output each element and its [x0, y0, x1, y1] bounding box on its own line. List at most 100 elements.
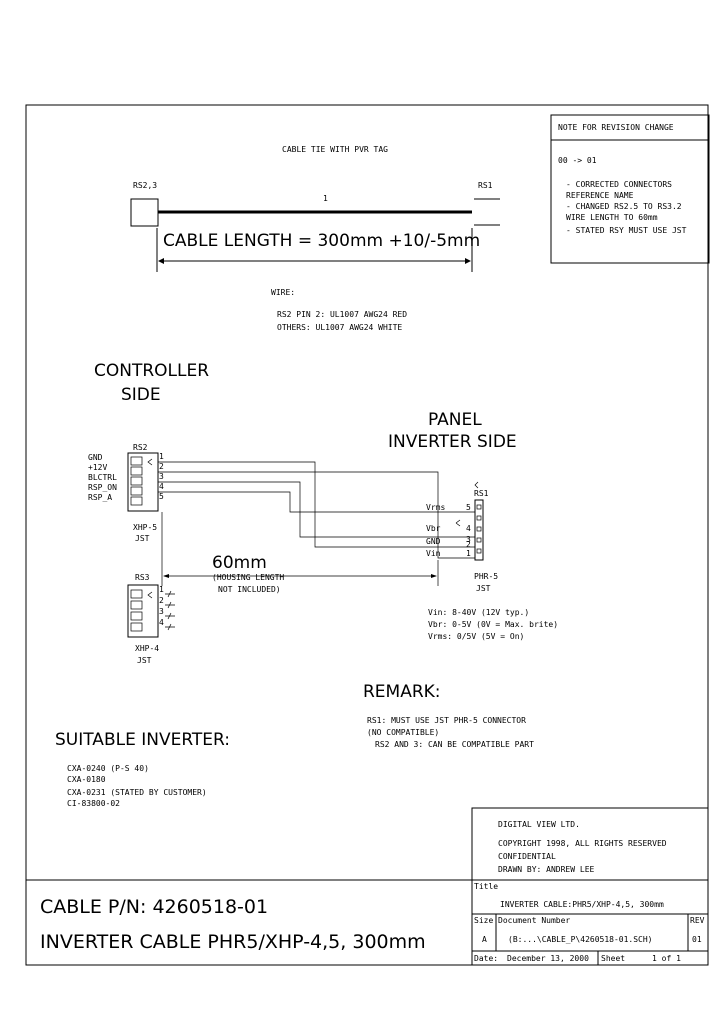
wire-note-line: OTHERS: UL1007 AWG24 WHITE — [277, 323, 402, 332]
suitable-inverter-item: CXA-0240 (P-S 40) — [67, 764, 149, 773]
wire-blctrl — [158, 481, 475, 538]
revision-note: - STATED RSY MUST USE JST — [566, 226, 687, 235]
rs1-part-number: PHR-5 — [474, 572, 498, 581]
revision-box: NOTE FOR REVISION CHANGE 00 -> 01 - CORR… — [550, 114, 710, 264]
date-label: Date: — [474, 954, 498, 963]
revision-note: REFERENCE NAME — [566, 191, 634, 200]
suitable-inverter-item: CXA-0231 (STATED BY CUSTOMER) — [67, 788, 207, 797]
document-number-label: Document Number — [498, 916, 570, 925]
rs2-part-number: XHP-5 — [133, 523, 157, 532]
wire-notes-header: WIRE: — [271, 288, 295, 297]
date-value: December 13, 2000 — [507, 954, 589, 963]
wire-rsp-on — [158, 491, 475, 513]
rs1-signal-label: Vrms — [426, 503, 445, 512]
title-block: CABLE P/N: 4260518-01 INVERTER CABLE PHR… — [26, 879, 708, 965]
sheet-value: 1 of 1 — [652, 954, 681, 963]
size-value: A — [482, 935, 487, 944]
wire-length-note: (HOUSING LENGTH — [212, 573, 284, 582]
rs2-pin-number: 4 — [159, 482, 164, 491]
wire-note-line: RS2 PIN 2: UL1007 AWG24 RED — [277, 310, 407, 319]
controller-title: CONTROLLER — [94, 361, 209, 381]
suitable-inverter-item: CXA-0180 — [67, 775, 106, 784]
rs2-signal-label: +12V — [88, 463, 107, 472]
rs2-signal-label: RSP_A — [88, 493, 112, 502]
title-label: Title — [474, 882, 498, 891]
revision-header: NOTE FOR REVISION CHANGE — [558, 123, 674, 132]
rs2-signal-label: GND — [88, 453, 103, 462]
sheet-border — [25, 104, 709, 966]
cable-length-label: CABLE LENGTH = 300mm +10/-5mm — [163, 231, 480, 251]
suitable-inverter-title: SUITABLE INVERTER: — [55, 730, 230, 750]
wire-length-value: 60mm — [212, 553, 267, 573]
panel-title: PANEL — [428, 410, 482, 430]
rs2-connector: RS2 GND +12V BLCTRL RSP_ON RSP_A 1 2 3 4… — [88, 443, 164, 543]
cable-overview: CABLE TIE WITH PVR TAG RS2,3 RS1 1 CABLE… — [130, 145, 500, 272]
remark-line: RS1: MUST USE JST PHR-5 CONNECTOR — [367, 716, 526, 725]
rs2-maker: JST — [135, 534, 150, 543]
revision-note: - CHANGED RS2.5 TO RS3.2 — [566, 202, 682, 211]
copyright-text: COPYRIGHT 1998, ALL RIGHTS RESERVED — [498, 839, 667, 848]
rs1-label: RS1 — [474, 489, 489, 498]
panel-spec-line: Vbr: 0-5V (0V = Max. brite) — [428, 620, 558, 629]
size-label: Size — [474, 916, 493, 925]
rs1-pin-number: 2 — [466, 540, 471, 549]
confidential-text: CONFIDENTIAL — [498, 852, 556, 861]
rs3-pin-number: 4 — [159, 618, 164, 627]
rs1-connector: RS1 Vrms Vbr GND Vin 5 4 3 2 1 PHR-5 JST — [426, 481, 498, 593]
sheet-label: Sheet — [601, 954, 625, 963]
rs3-connector: RS3 1 2 3 4 XHP-4 JST — [127, 573, 175, 665]
revision-change: 00 -> 01 — [558, 156, 597, 165]
rs2-pin-number: 3 — [159, 472, 164, 481]
rs2-pin-number: 1 — [159, 452, 164, 461]
company-name: DIGITAL VIEW LTD. — [498, 820, 580, 829]
rs1-signal-label: GND — [426, 537, 441, 546]
wire-length-note: NOT INCLUDED) — [218, 585, 281, 594]
revision-note: - CORRECTED CONNECTORS — [566, 180, 672, 189]
rs1-pin-number: 4 — [466, 524, 471, 533]
company-block: DIGITAL VIEW LTD. COPYRIGHT 1998, ALL RI… — [471, 807, 709, 881]
rs2-label: RS2 — [133, 443, 148, 452]
rs2-signal-label: RSP_ON — [88, 483, 117, 492]
left-connector-body — [130, 198, 159, 227]
rs3-pin-number: 1 — [159, 585, 164, 594]
panel-spec-line: Vrms: 0/5V (5V = On) — [428, 632, 524, 641]
remark-title: REMARK: — [363, 682, 441, 702]
title-value: INVERTER CABLE:PHR5/XHP-4,5, 300mm — [500, 900, 664, 909]
cable-tie-label: CABLE TIE WITH PVR TAG — [282, 145, 388, 154]
rs3-maker: JST — [137, 656, 152, 665]
rs1-signal-label: Vbr — [426, 524, 441, 533]
wire-12v — [158, 471, 475, 559]
rs1-signal-label: Vin — [426, 549, 441, 558]
rs3-pin-number: 2 — [159, 596, 164, 605]
rs2-pin-number: 2 — [159, 462, 164, 471]
rs1-pin-number: 5 — [466, 503, 471, 512]
rs1-pin-number: 3 — [466, 535, 471, 544]
drawn-by-text: DRAWN BY: ANDREW LEE — [498, 865, 595, 874]
rs2-pin-number: 5 — [159, 492, 164, 501]
wire-notes: WIRE: RS2 PIN 2: UL1007 AWG24 RED OTHERS… — [271, 288, 407, 332]
revision-note: WIRE LENGTH TO 60mm — [566, 213, 658, 222]
suitable-inverter-item: CI-83800-02 — [67, 799, 120, 808]
rs3-pin-number: 3 — [159, 607, 164, 616]
document-number-value: (B:...\CABLE_P\4260518-01.SCH) — [508, 935, 653, 944]
remark-line: (NO COMPATIBLE) — [367, 728, 439, 737]
panel-title: INVERTER SIDE — [388, 432, 517, 452]
revision-label: REV — [690, 916, 705, 925]
cable-part-number: CABLE P/N: 4260518-01 — [40, 896, 268, 918]
cable-description: INVERTER CABLE PHR5/XHP-4,5, 300mm — [40, 931, 426, 953]
rs3-label: RS3 — [135, 573, 150, 582]
rs1-maker: JST — [476, 584, 491, 593]
remark-line: RS2 AND 3: CAN BE COMPATIBLE PART — [375, 740, 534, 749]
wire-harness — [158, 461, 475, 586]
rs1-pin-number: 1 — [466, 549, 471, 558]
controller-title: SIDE — [121, 385, 161, 405]
wire-gnd — [158, 461, 475, 548]
right-connector-label: RS1 — [478, 181, 493, 190]
revision-value: 01 — [692, 935, 702, 944]
left-connector-label: RS2,3 — [133, 181, 157, 190]
rs2-signal-label: BLCTRL — [88, 473, 117, 482]
wire-number-label: 1 — [323, 194, 328, 203]
rs3-part-number: XHP-4 — [135, 644, 159, 653]
panel-spec-line: Vin: 8-40V (12V typ.) — [428, 608, 529, 617]
